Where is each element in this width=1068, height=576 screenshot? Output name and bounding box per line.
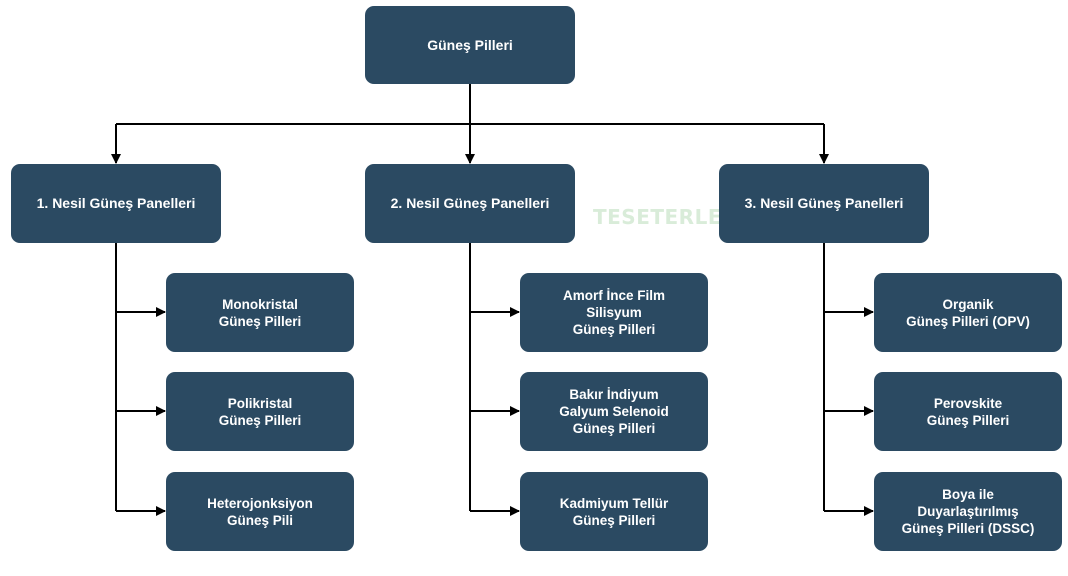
gen-3-child-organik: Organik Güneş Pilleri (OPV) [874, 273, 1062, 352]
gen-1-child-polikristal: Polikristal Güneş Pilleri [166, 372, 354, 451]
gen-1-child-heterojonksiyon: Heterojonksiyon Güneş Pili [166, 472, 354, 551]
gen-3-child-perovskite: Perovskite Güneş Pilleri [874, 372, 1062, 451]
generation-3-node: 3. Nesil Güneş Panelleri [719, 164, 929, 243]
root-node: Güneş Pilleri [365, 6, 575, 84]
gen-1-child-monokristal: Monokristal Güneş Pilleri [166, 273, 354, 352]
generation-2-node: 2. Nesil Güneş Panelleri [365, 164, 575, 243]
gen-2-child-kadmiyum: Kadmiyum Tellür Güneş Pilleri [520, 472, 708, 551]
generation-1-node: 1. Nesil Güneş Panelleri [11, 164, 221, 243]
gen-2-child-amorf: Amorf İnce Film Silisyum Güneş Pilleri [520, 273, 708, 352]
gen-3-child-dssc: Boya ile Duyarlaştırılmış Güneş Pilleri … [874, 472, 1062, 551]
gen-2-child-cigs: Bakır İndiyum Galyum Selenoid Güneş Pill… [520, 372, 708, 451]
